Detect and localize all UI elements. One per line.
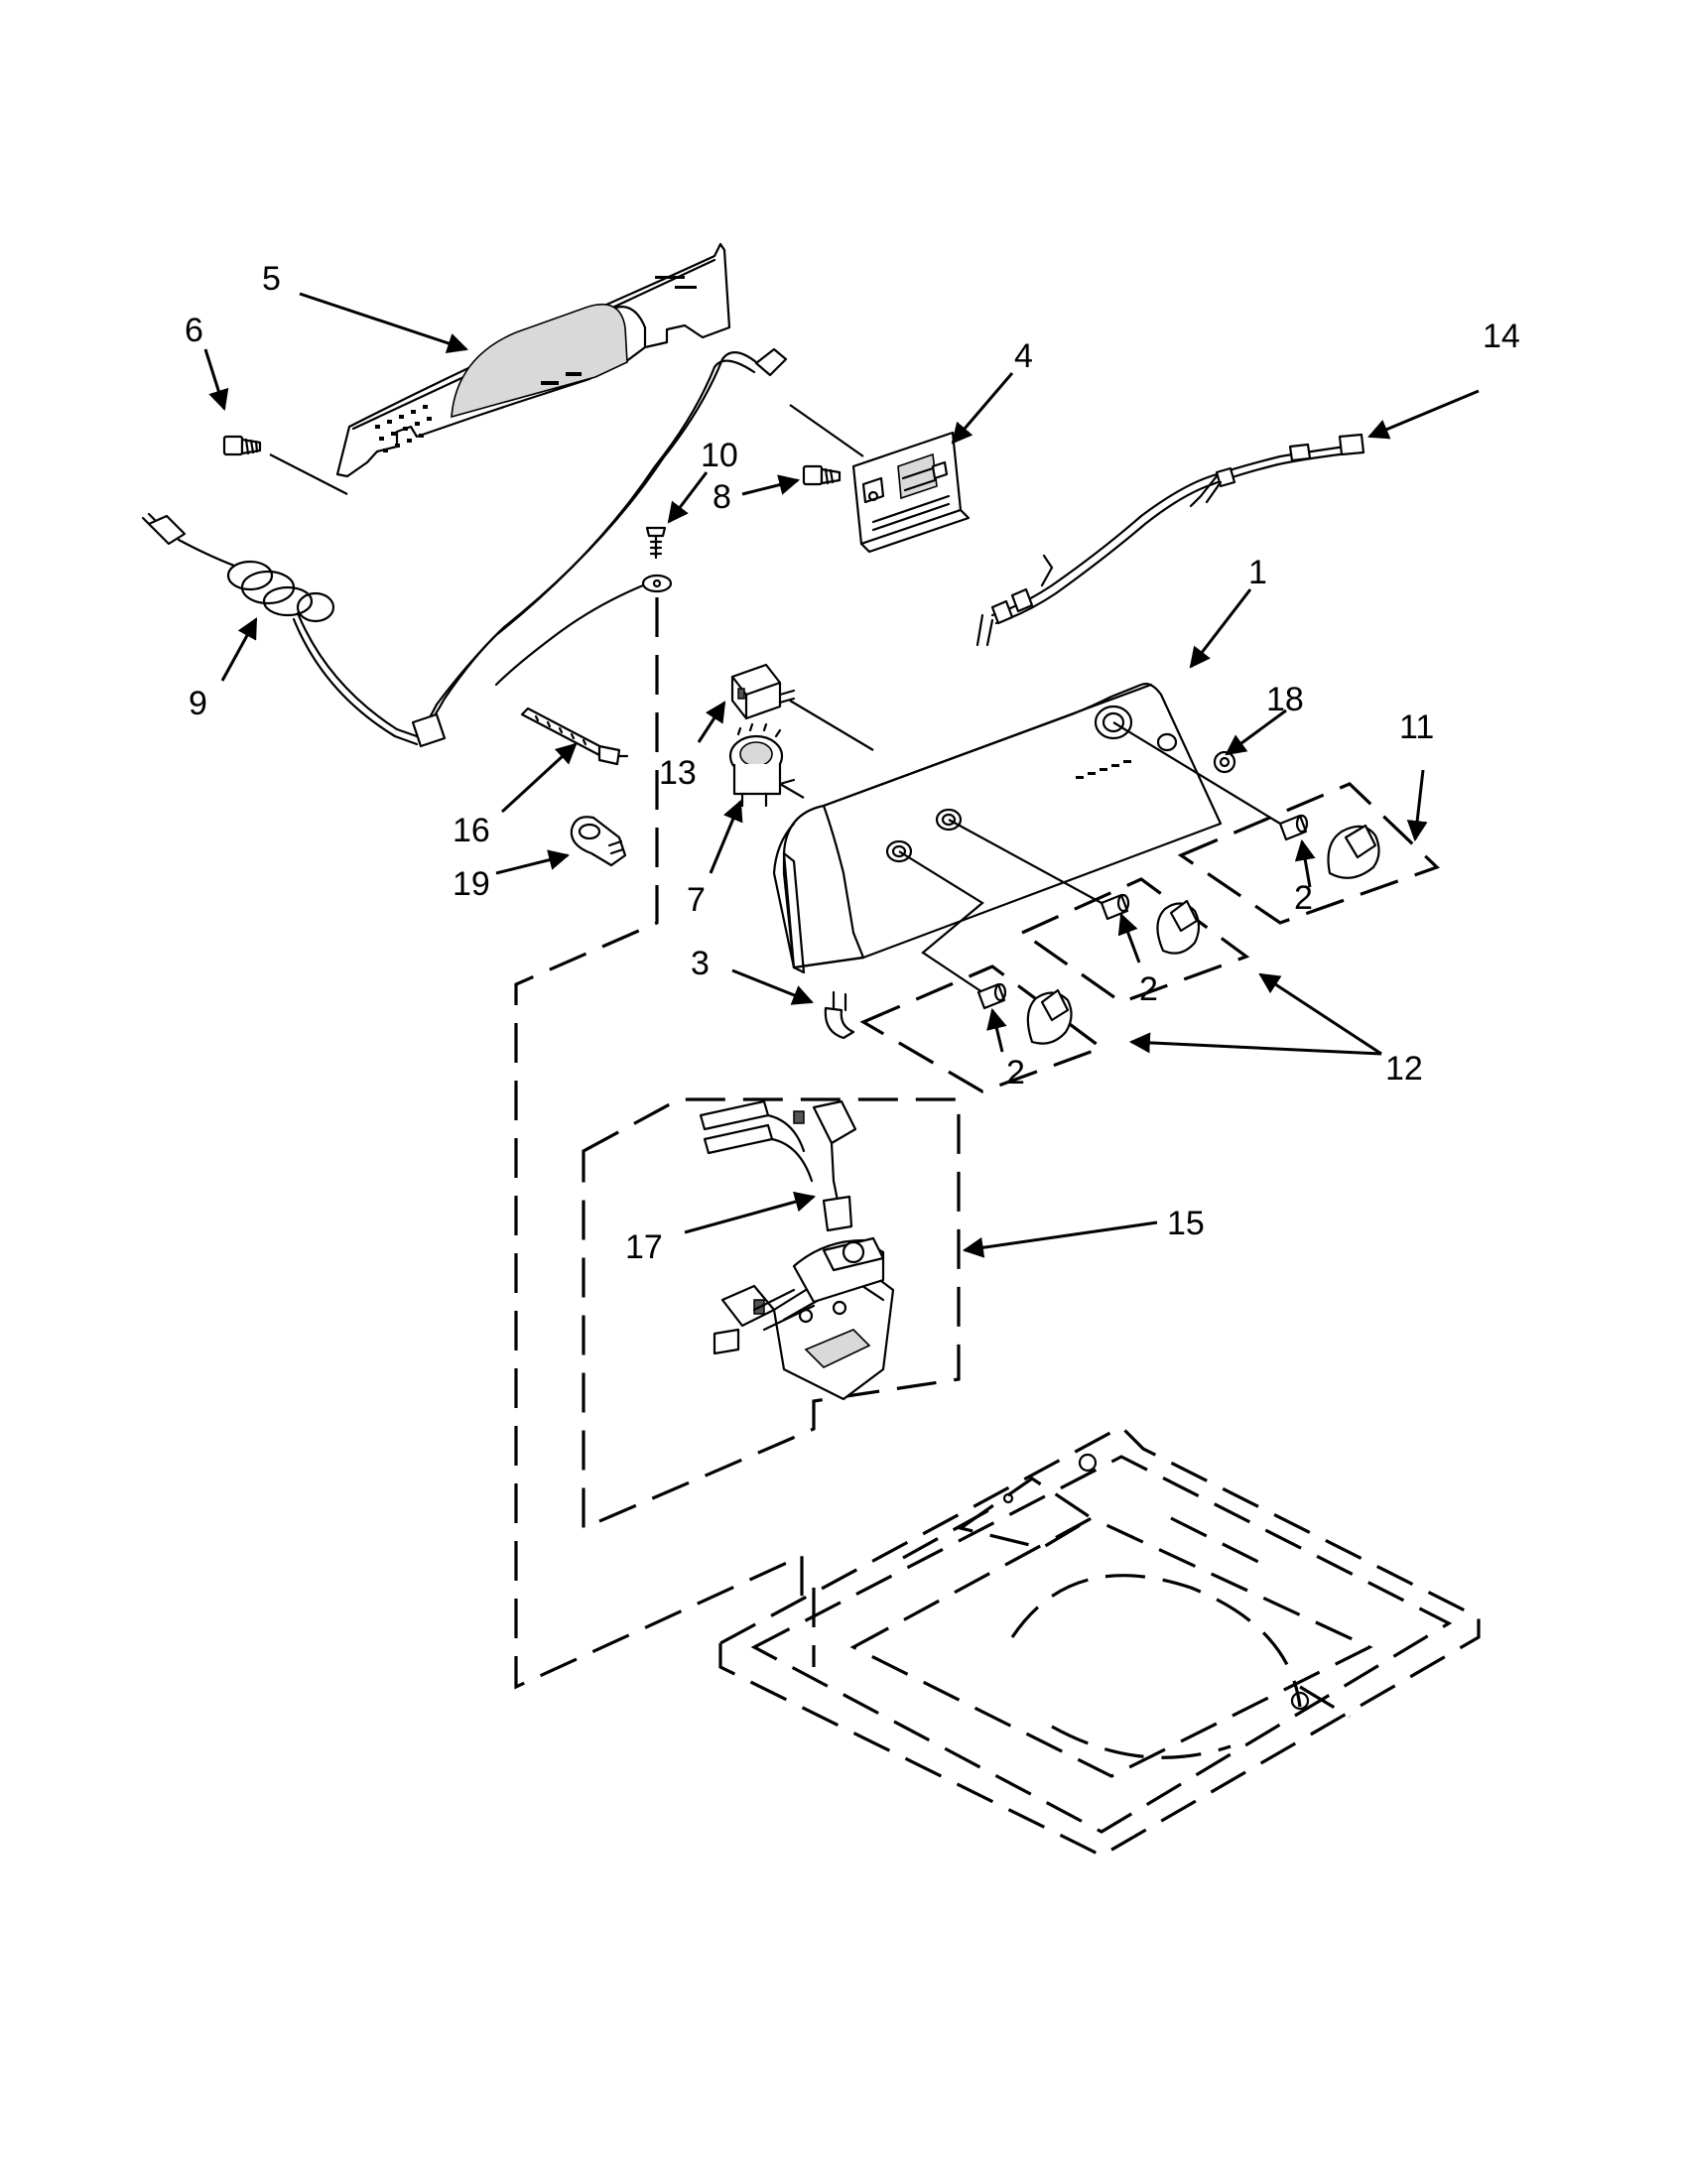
- wire-harness-rear: [411, 347, 788, 748]
- part-11-knob: [1327, 824, 1380, 879]
- callout-9: 9: [189, 685, 207, 722]
- callout-7: 7: [687, 881, 706, 919]
- part-2-spring-c: [1278, 814, 1309, 841]
- part-17-wiring: [699, 1099, 857, 1232]
- part-2-spring-a: [976, 982, 1007, 1010]
- part-7-pressure-switch: [728, 722, 796, 808]
- part-12-knob-b: [1156, 899, 1201, 955]
- callout-2-right: 2: [1294, 879, 1313, 917]
- part-6-screw: [222, 435, 262, 456]
- callout-18: 18: [1266, 681, 1304, 718]
- callout-17: 17: [625, 1228, 663, 1266]
- part-3-clip: [824, 990, 855, 1040]
- part-15-dispenser: [713, 1236, 895, 1401]
- callout-10: 10: [701, 437, 738, 474]
- ground-wire-path: [514, 597, 804, 1690]
- callout-1: 1: [1248, 554, 1267, 591]
- leader-lines: [203, 292, 1480, 1258]
- callout-15: 15: [1167, 1205, 1205, 1242]
- part-13-switch: [730, 663, 796, 720]
- knob-assembly-12a: [948, 819, 1250, 1004]
- part-15-dispenser-group: [582, 1097, 961, 1531]
- part-9-power-cord: [141, 512, 419, 746]
- callout-8: 8: [713, 478, 731, 516]
- part-12-knob-a: [1026, 988, 1073, 1045]
- callout-5: 5: [262, 260, 281, 298]
- callout-2-left: 2: [1006, 1054, 1025, 1092]
- callout-11: 11: [1399, 708, 1434, 746]
- callout-4: 4: [1014, 337, 1033, 375]
- callout-labels: 1 2 2 2 3 4 5 6 7 8 9 10 11 12 13 14 15 …: [185, 260, 1520, 1266]
- part-14-wire-harness: [975, 433, 1365, 647]
- callout-12: 12: [1385, 1050, 1423, 1088]
- part-16-cable-tie: [520, 707, 629, 766]
- callout-3: 3: [691, 945, 710, 982]
- callout-13: 13: [659, 754, 697, 792]
- callout-16: 16: [453, 812, 490, 849]
- callout-6: 6: [185, 312, 203, 349]
- part-4-control-board: [851, 431, 971, 554]
- part-10-ground-screw: [494, 526, 673, 687]
- part-5-console-rear-panel: [335, 242, 731, 478]
- callout-14: 14: [1483, 318, 1520, 355]
- knob-assembly-11: [1112, 721, 1440, 925]
- part-19-clamp: [570, 816, 627, 867]
- part-2-spring-b: [1100, 893, 1130, 921]
- knob-assembly-12b: [859, 850, 1105, 1093]
- part-18-plug: [1213, 750, 1236, 774]
- callout-2-middle: 2: [1139, 970, 1158, 1008]
- cabinet-top: [718, 1425, 1481, 1858]
- callout-19: 19: [453, 865, 490, 903]
- part-8-screw: [802, 464, 842, 486]
- part-1-console: [772, 683, 1223, 974]
